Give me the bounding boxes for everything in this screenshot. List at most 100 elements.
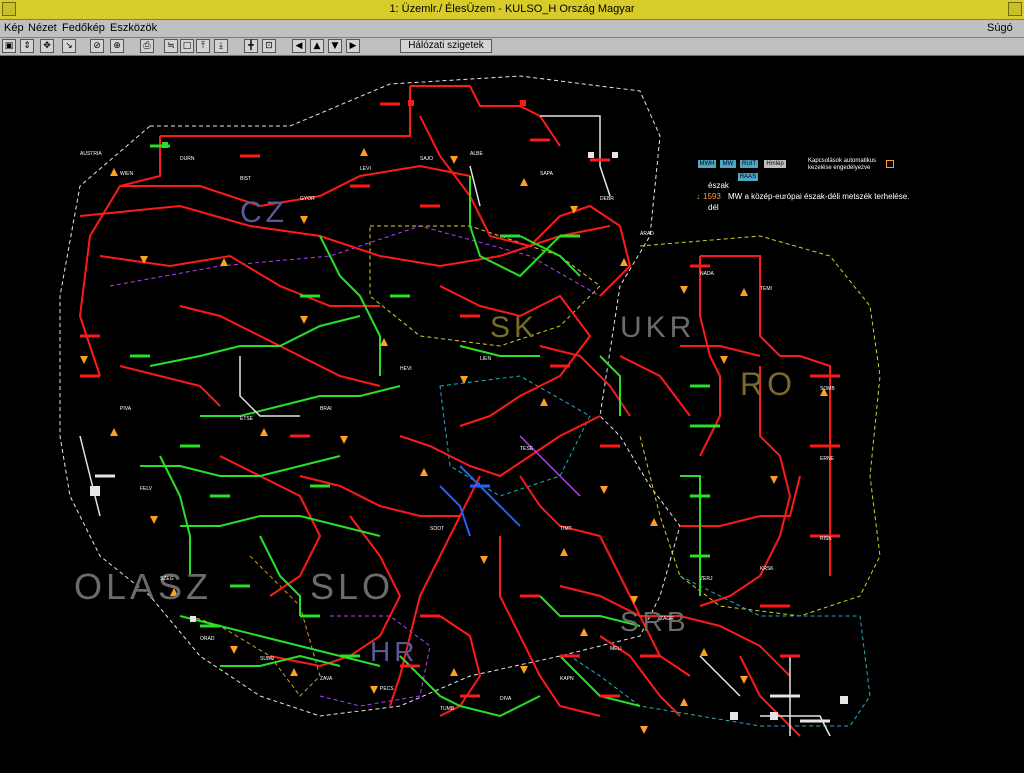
substation-label[interactable]: GYOR — [300, 196, 315, 202]
north-label: észak — [708, 181, 729, 190]
window-maximize-button[interactable] — [1008, 2, 1022, 16]
substation-label[interactable]: BRAI — [320, 406, 332, 412]
ruit-button[interactable]: RUIT — [740, 160, 758, 168]
substation-label[interactable]: DIVA — [500, 696, 512, 702]
align-top-icon[interactable]: ⤒ — [196, 39, 210, 53]
region-label-cz: CZ — [240, 196, 288, 229]
grid-svg — [59, 75, 881, 737]
network-islands-button[interactable]: Hálózati szigetek — [400, 39, 492, 53]
substation-label[interactable]: LIEN — [480, 356, 492, 362]
lines-green — [140, 176, 701, 718]
mw-button[interactable]: MW — [720, 160, 736, 168]
window-title: 1: Üzemlr./ ÉlesÜzem - KULSO_H Ország Ma… — [389, 3, 635, 15]
substation-label[interactable]: TUMB — [440, 706, 455, 712]
substation-label[interactable]: SOOT — [430, 526, 445, 532]
substation-label[interactable]: KRSK — [760, 566, 774, 572]
zoom-fit-icon[interactable]: ▣ — [2, 39, 16, 53]
substation-label[interactable]: RISK — [820, 536, 832, 542]
substation-label[interactable]: ZAVA — [320, 676, 333, 682]
substation-label[interactable]: SUBO — [260, 656, 275, 662]
substation-label[interactable]: WIEN — [120, 171, 134, 177]
substation-label[interactable]: BIST — [240, 176, 252, 182]
substation-label[interactable]: SAPA — [540, 171, 553, 177]
region-label-sk: SK — [490, 311, 539, 344]
substation-label[interactable]: SZEG — [160, 576, 174, 582]
region-label-srb: SRB — [620, 606, 690, 637]
substation-label[interactable]: ALBE — [470, 151, 483, 157]
boundary-dashed — [59, 75, 681, 717]
south-label: dél — [708, 203, 719, 212]
menu-kep[interactable]: Kép — [4, 22, 24, 34]
switch-icon[interactable]: ≒ — [164, 39, 178, 53]
region-label-ukr: UKR — [620, 311, 696, 344]
flow-value: 1593 — [703, 192, 721, 201]
substation-label[interactable]: DURN — [180, 156, 195, 162]
substation-label[interactable]: ZERJ — [700, 576, 713, 582]
boundary-dashed — [439, 375, 591, 497]
substation-label[interactable]: MELI — [610, 646, 622, 652]
arrow-left-icon[interactable]: ◀ — [292, 39, 306, 53]
substation-label[interactable]: TEMI — [760, 286, 772, 292]
region-label-ro: RO — [740, 366, 796, 402]
substation-label[interactable]: LEVI — [360, 166, 371, 172]
settings-icon[interactable]: ⊘ — [90, 39, 104, 53]
frame-icon[interactable]: □ — [180, 39, 194, 53]
substation-label[interactable]: AUSTRIA — [80, 151, 102, 157]
substation-label[interactable]: NADA — [700, 271, 714, 277]
lines-magenta — [519, 435, 581, 497]
menu-bar: Kép Nézet Fedőkép Eszközök Súgó — [0, 20, 1024, 38]
substation-label[interactable]: TESE — [520, 446, 534, 452]
menu-fedokep[interactable]: Fedőkép — [62, 22, 105, 34]
auto-switch-label-line2: kezelése engedélyezve — [808, 165, 871, 171]
menu-help[interactable]: Súgó — [987, 22, 1013, 34]
arrow-right-icon[interactable]: ▶ — [346, 39, 360, 53]
region-label-olasz: OLASZ — [74, 566, 213, 607]
breakers — [90, 100, 848, 720]
substation-label[interactable]: DEBR — [600, 196, 614, 202]
substation-label[interactable]: TIMT — [560, 526, 572, 532]
mwh-button[interactable]: MWH — [698, 160, 716, 168]
align-bottom-icon[interactable]: ⤓ — [214, 39, 228, 53]
substation-label[interactable]: FELV — [140, 486, 153, 492]
lines-white — [79, 115, 831, 737]
substation-label[interactable]: SOMB — [820, 386, 835, 392]
menu-nezet[interactable]: Nézet — [28, 22, 57, 34]
busbars — [80, 102, 840, 723]
pan-vertical-icon[interactable]: ⇕ — [20, 39, 34, 53]
menu-eszkozok[interactable]: Eszközök — [110, 22, 158, 34]
raas-button[interactable]: RAAS — [738, 173, 758, 181]
window-titlebar: 1: Üzemlr./ ÉlesÜzem - KULSO_H Ország Ma… — [0, 0, 1024, 20]
substation-label[interactable]: PIVA — [120, 406, 132, 412]
auto-switch-label-line1: Kapcsolások automatikus — [808, 158, 877, 164]
substation-label[interactable]: ETSE — [240, 416, 254, 422]
auto-switch-label: Kapcsolások automatikus kezelése engedél… — [808, 158, 888, 172]
substation-label[interactable]: ARAD — [640, 231, 654, 237]
lines-red — [78, 85, 831, 737]
substation-label[interactable]: ERNE — [820, 456, 834, 462]
pan-move-icon[interactable]: ✥ — [40, 39, 54, 53]
substation-label[interactable]: ORAD — [200, 636, 215, 642]
arrow-down-icon[interactable]: ▼ — [328, 39, 342, 53]
boundary-dashed — [109, 225, 601, 297]
bus-icon[interactable]: ⊡ — [262, 39, 276, 53]
region-label-slo: SLO — [310, 566, 395, 607]
zoom-icon[interactable]: ⊕ — [110, 39, 124, 53]
breaker-icon[interactable]: ╋ — [244, 39, 258, 53]
hmlep-button[interactable]: Hmlép — [764, 160, 786, 168]
substation-label[interactable]: PECS — [380, 686, 394, 692]
substation-label[interactable]: KAPN — [560, 676, 574, 682]
network-diagram[interactable]: OLASZ SLO HR SK UKR RO SRB CZ MWH MW RUI… — [0, 56, 1024, 773]
flow-arrow-icon: ↓ — [696, 192, 700, 201]
region-label-hr: HR — [370, 636, 419, 667]
window-menu-button[interactable] — [2, 2, 16, 16]
pointer-icon[interactable]: ↘ — [62, 39, 76, 53]
boundary-dashed — [369, 225, 601, 347]
substation-label[interactable]: SAJO — [420, 156, 434, 162]
substation-label[interactable]: ZAGR — [660, 616, 674, 622]
substation-label[interactable]: HEVI — [400, 366, 412, 372]
arrow-up-icon[interactable]: ▲ — [310, 39, 324, 53]
print-icon[interactable]: ⎙ — [140, 39, 154, 53]
auto-switch-checkbox[interactable] — [886, 160, 894, 168]
flow-description: MW a közép-európai észak-déli metszék te… — [728, 192, 910, 201]
boundary-dashed — [569, 575, 871, 727]
